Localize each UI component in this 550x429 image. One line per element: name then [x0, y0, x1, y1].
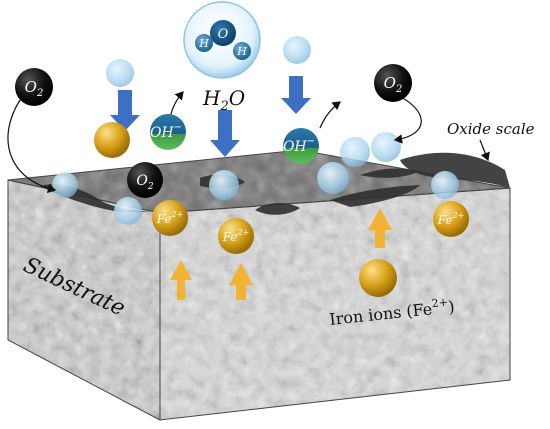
water-bubble [106, 59, 134, 87]
oh-release-arrow [319, 101, 341, 129]
blue-arrows [110, 76, 311, 157]
o2-path-arrow [7, 99, 57, 194]
surface-bubble [52, 172, 78, 198]
oxide-scale-label: Oxide scale [447, 120, 535, 138]
svg-text:OH−: OH− [150, 122, 182, 141]
water-molecule: O H H [183, 1, 261, 79]
surface-bubbles [52, 132, 459, 225]
arrow-up-icon [229, 263, 253, 300]
arrow-down-icon [110, 90, 140, 131]
iron-atom [359, 259, 397, 297]
surface-bubble [340, 137, 370, 167]
svg-text:Fe2+: Fe2+ [437, 211, 465, 227]
surface-bubble [114, 197, 142, 225]
surface-bubble [209, 170, 239, 200]
yellow-arrows [170, 208, 392, 300]
hydrogen-atom-label: H [198, 37, 209, 50]
o2-molecule: O2 [374, 64, 412, 102]
arrow-down-icon [210, 110, 240, 157]
surface-bubble [431, 171, 459, 199]
surface-bubble [317, 162, 349, 194]
iron-atom [94, 122, 130, 158]
arrow-up-icon [368, 208, 392, 248]
svg-text:Fe2+: Fe2+ [222, 228, 250, 244]
hydrogen-atom [233, 42, 251, 60]
oxide-scale-pointer [479, 139, 490, 162]
hydroxide-ion: OH− [283, 128, 319, 164]
fe-ion: Fe2+ [218, 218, 254, 254]
hydroxide-ions: OH− OH− [150, 114, 319, 164]
surface-bubble [371, 132, 401, 162]
oxygen-atom-label: O [218, 27, 229, 42]
arrow-down-icon [281, 76, 311, 114]
o2-molecule: O2 [127, 162, 163, 198]
hydroxide-ion: OH− [150, 114, 186, 150]
water-formula-label: H2O [202, 86, 245, 114]
hydrogen-atom-label: H [236, 45, 247, 58]
svg-text:O2: O2 [25, 78, 44, 99]
svg-text:O2: O2 [384, 74, 403, 95]
svg-text:O2: O2 [136, 173, 153, 192]
svg-text:OH−: OH− [283, 136, 315, 155]
oxygen-molecules: O2 O2 O2 [15, 64, 412, 198]
arrow-up-icon [170, 260, 192, 300]
fe-ion: Fe2+ [152, 200, 188, 236]
iron-particles: Fe2+ Fe2+ Fe2+ [94, 122, 469, 297]
oh-release-arrow [169, 91, 184, 119]
water-bubble [283, 36, 311, 64]
fe-ion: Fe2+ [433, 201, 469, 237]
o2-molecule: O2 [15, 68, 53, 106]
svg-text:Fe2+: Fe2+ [156, 210, 184, 226]
floating-bubbles [106, 36, 311, 87]
hydrogen-atom [195, 34, 213, 52]
oxygen-atom [210, 20, 236, 46]
o2-path-arrow [393, 93, 422, 144]
